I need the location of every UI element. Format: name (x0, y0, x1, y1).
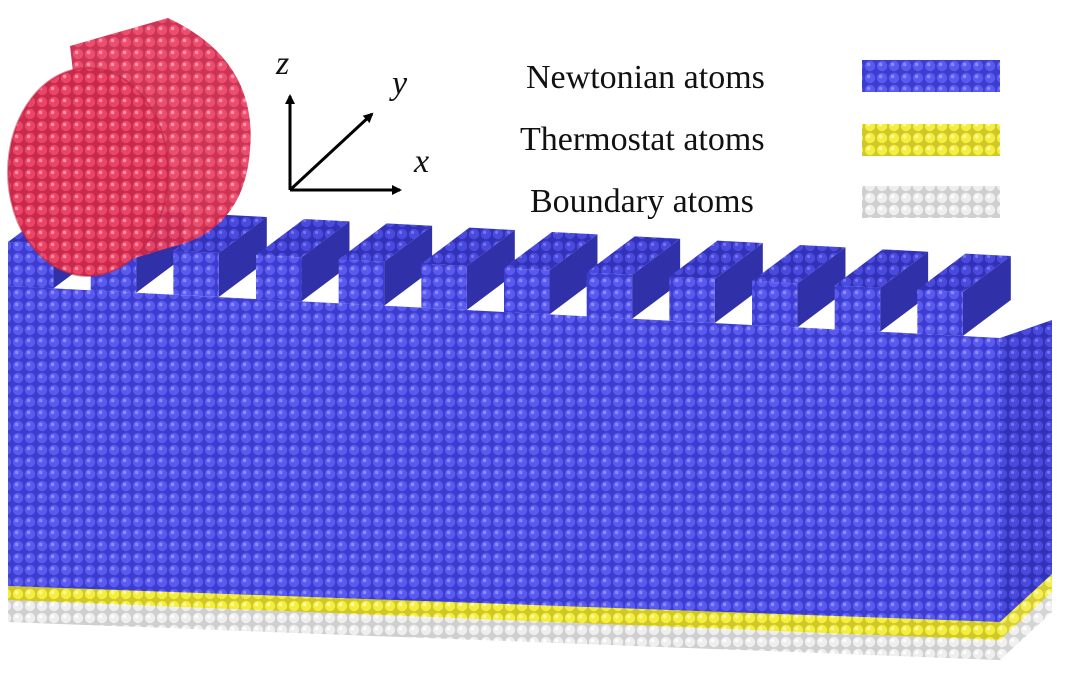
groove-tooth-top (173, 214, 267, 254)
groove-tooth-front (421, 263, 467, 311)
boundary-layer (8, 592, 1052, 660)
cutting-tool (7, 18, 251, 277)
legend-label-newtonian: Newtonian atoms (526, 59, 765, 96)
groove-tooth-side (632, 238, 681, 319)
groove-tooth-top (338, 223, 433, 262)
newtonian-workpiece (8, 206, 1052, 622)
y-axis-label: y (389, 65, 408, 102)
groove-tooth-top (917, 253, 1011, 293)
groove-tooth-front (917, 289, 963, 337)
z-axis-label: z (275, 45, 289, 82)
groove-tooth-side (218, 217, 267, 298)
groove-tooth-side (880, 251, 929, 332)
groove-tooth-side (962, 256, 1011, 337)
y-axis-arrow (288, 112, 374, 192)
x-axis-label: x (413, 143, 429, 180)
legend-swatch-newtonian (862, 60, 1000, 92)
legend-label-boundary: Boundary atoms (530, 183, 754, 220)
groove-tooth-front (256, 255, 302, 302)
groove-tooth-top (834, 249, 929, 288)
groove-tooth-top (586, 236, 681, 275)
groove-tooth-side (714, 243, 763, 324)
groove-tooth-side (797, 247, 846, 328)
workpiece-right-face (1000, 320, 1052, 622)
groove-tooth-front (173, 250, 219, 298)
groove-tooth-front (586, 272, 633, 319)
groove-tooth-side (301, 221, 350, 302)
groove-tooth-top (669, 240, 763, 280)
legend: Newtonian atoms Thermostat atoms Boundar… (520, 59, 1000, 220)
groove-tooth-front (338, 259, 385, 306)
groove-tooth-side (384, 225, 433, 306)
groove-tooth-front (504, 268, 550, 315)
coordinate-axes: z y x (275, 45, 429, 195)
groove-tooth-top (504, 232, 598, 271)
legend-swatch-boundary (862, 186, 1000, 218)
workpiece-front-face (8, 286, 1000, 622)
legend-swatch-thermostat (862, 124, 1000, 156)
legend-label-thermostat: Thermostat atoms (520, 121, 765, 158)
groove-tooth-top (256, 219, 350, 258)
groove-tooth-front (669, 276, 715, 324)
groove-tooth-front (752, 281, 798, 328)
groove-tooth-side (466, 230, 515, 311)
groove-tooth-top (421, 227, 515, 267)
groove-tooth-front (834, 285, 881, 332)
thermostat-layer (8, 574, 1052, 640)
groove-tooth-side (549, 234, 598, 315)
groove-tooth-top (752, 245, 846, 284)
